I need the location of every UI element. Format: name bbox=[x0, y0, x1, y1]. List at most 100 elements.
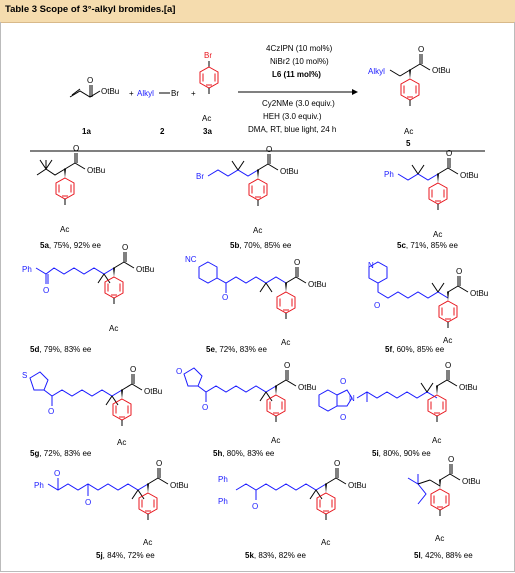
caption-5d: 5d, 79%, 83% ee bbox=[30, 345, 92, 354]
product-5l: O OtBu Ac bbox=[407, 455, 480, 543]
oxygen-label: O bbox=[252, 502, 258, 511]
product-5h: O O O OtBu Ac bbox=[176, 361, 316, 445]
oxygen-label: O bbox=[202, 403, 208, 412]
bromine-label: Br bbox=[196, 172, 204, 181]
oxygen-label: O bbox=[374, 301, 380, 310]
product-5j: Ph O O O OtBu Ac bbox=[34, 459, 188, 547]
otbu-label: OtBu bbox=[298, 383, 316, 392]
oxygen-label: O bbox=[448, 455, 454, 464]
oxygen-label: O bbox=[48, 407, 54, 416]
oxygen-label: O bbox=[73, 144, 79, 153]
product-5f: N O O OtBu Ac bbox=[368, 261, 488, 345]
thiophene-s-label: S bbox=[22, 371, 27, 380]
caption-5b: 5b, 70%, 85% ee bbox=[230, 241, 292, 250]
oxygen-label: O bbox=[54, 469, 60, 478]
acetyl-label: Ac bbox=[202, 114, 211, 123]
caption-5j: 5j, 84%, 72% ee bbox=[96, 551, 155, 560]
oxygen-label: O bbox=[334, 459, 340, 468]
oxygen-label: O bbox=[456, 267, 462, 276]
oxygen-label: O bbox=[130, 365, 136, 374]
acetyl-label: Ac bbox=[435, 534, 444, 543]
otbu-label: OtBu bbox=[460, 171, 478, 180]
otbu-label: OtBu bbox=[432, 66, 450, 75]
acetyl-label: Ac bbox=[443, 336, 452, 345]
product-5c: Ph O OtBu Ac bbox=[384, 149, 478, 239]
product-5d: Ph O O OtBu Ac bbox=[22, 243, 154, 333]
conditions: 4CzIPN (10 mol%) NiBr2 (10 mol%) L6 (11 … bbox=[248, 44, 336, 134]
otbu-label: OtBu bbox=[170, 481, 188, 490]
product-5g: S O O OtBu Ac bbox=[22, 365, 162, 447]
product-5a: O OtBu Ac bbox=[36, 144, 105, 234]
product-5i: N O O O OtBu Ac bbox=[318, 361, 477, 445]
otbu-label: OtBu bbox=[470, 289, 488, 298]
plus-sign: + bbox=[191, 89, 196, 98]
product-5: Alkyl O OtBu Ac 5 bbox=[368, 45, 450, 148]
phenyl-label: Ph bbox=[218, 475, 228, 484]
oxygen-label: O bbox=[340, 413, 346, 422]
condition-solvent: DMA, RT, blue light, 24 h bbox=[248, 125, 336, 134]
imide-n-label: N bbox=[349, 394, 355, 403]
otbu-label: OtBu bbox=[87, 166, 105, 175]
product-5k: Ph Ph O O OtBu Ac bbox=[218, 459, 366, 547]
acetyl-label: Ac bbox=[117, 438, 126, 447]
caption-5g: 5g, 72%, 83% ee bbox=[30, 449, 92, 458]
product-5b: Br O OtBu Ac bbox=[196, 145, 298, 235]
label-1a: 1a bbox=[82, 127, 91, 136]
caption-5h: 5h, 80%, 83% ee bbox=[213, 449, 275, 458]
alkyl-label: Alkyl bbox=[368, 67, 385, 76]
furan-o-label: O bbox=[176, 367, 182, 376]
plus-sign: + bbox=[129, 89, 134, 98]
condition-ligand: L6 (11 mol%) bbox=[272, 70, 321, 79]
oxygen-label: O bbox=[222, 293, 228, 302]
oxygen-label: O bbox=[445, 361, 451, 370]
acetyl-label: Ac bbox=[271, 436, 280, 445]
caption-5a: 5a, 75%, 92% ee bbox=[40, 241, 101, 250]
condition-base: Cy2NMe (3.0 equiv.) bbox=[262, 99, 335, 108]
otbu-label: OtBu bbox=[144, 387, 162, 396]
bromine-label: Br bbox=[171, 89, 179, 98]
condition-nickel: NiBr2 (10 mol%) bbox=[270, 57, 329, 66]
phenyl-label: Ph bbox=[384, 170, 394, 179]
otbu-label: OtBu bbox=[348, 481, 366, 490]
alkyl-label: Alkyl bbox=[137, 89, 154, 98]
oxygen-label: O bbox=[85, 498, 91, 507]
caption-5c: 5c, 71%, 85% ee bbox=[397, 241, 458, 250]
phenyl-label: Ph bbox=[22, 265, 32, 274]
otbu-label: OtBu bbox=[101, 87, 119, 96]
reactant-2: Alkyl Br 2 bbox=[137, 89, 179, 136]
nitrile-label: NC bbox=[185, 255, 197, 264]
oxygen-label: O bbox=[266, 145, 272, 154]
caption-5e: 5e, 72%, 83% ee bbox=[206, 345, 267, 354]
oxygen-label: O bbox=[87, 76, 93, 85]
otbu-label: OtBu bbox=[462, 477, 480, 486]
oxygen-label: O bbox=[122, 243, 128, 252]
oxygen-label: O bbox=[418, 45, 424, 54]
product-5e: NC O O OtBu Ac bbox=[185, 255, 326, 347]
otbu-label: OtBu bbox=[459, 383, 477, 392]
oxygen-label: O bbox=[156, 459, 162, 468]
condition-catalyst: 4CzIPN (10 mol%) bbox=[266, 44, 333, 53]
oxygen-label: O bbox=[340, 377, 346, 386]
reactant-3a: Br Ac 3a bbox=[199, 51, 219, 136]
table-header: Table 3 Scope of 3°-alkyl bromides.[a] bbox=[0, 0, 515, 23]
label-2: 2 bbox=[160, 127, 165, 136]
oxygen-label: O bbox=[284, 361, 290, 370]
phenyl-label: Ph bbox=[34, 481, 44, 490]
reactant-1a: O OtBu 1a bbox=[69, 76, 119, 136]
acetyl-label: Ac bbox=[433, 230, 442, 239]
otbu-label: OtBu bbox=[308, 280, 326, 289]
acetyl-label: Ac bbox=[281, 338, 290, 347]
label-5: 5 bbox=[406, 139, 411, 148]
otbu-label: OtBu bbox=[280, 167, 298, 176]
oxygen-label: O bbox=[43, 286, 49, 295]
acetyl-label: Ac bbox=[143, 538, 152, 547]
bromine-label: Br bbox=[204, 51, 212, 60]
caption-5f: 5f, 60%, 85% ee bbox=[385, 345, 445, 354]
otbu-label: OtBu bbox=[136, 265, 154, 274]
acetyl-label: Ac bbox=[404, 127, 413, 136]
table-title: Table 3 Scope of 3°-alkyl bromides.[a] bbox=[5, 4, 176, 15]
phenyl-label: Ph bbox=[218, 497, 228, 506]
label-3a: 3a bbox=[203, 127, 212, 136]
caption-5i: 5i, 80%, 90% ee bbox=[372, 449, 431, 458]
